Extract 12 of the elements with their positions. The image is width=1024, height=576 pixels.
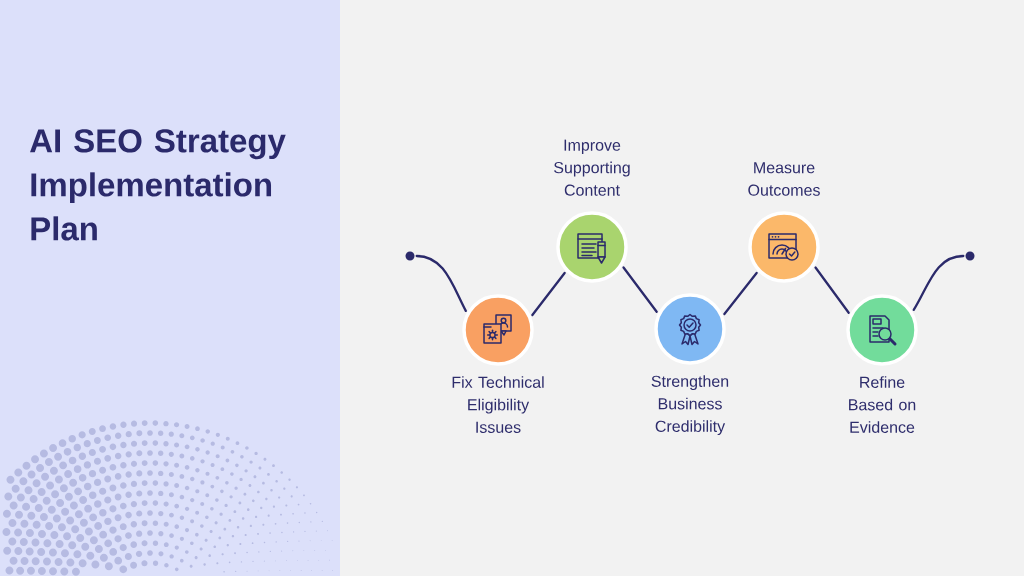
- connector-line: [723, 271, 758, 316]
- step-label: Fix Technical Eligibility Issues: [452, 376, 544, 433]
- connector-line: [622, 266, 658, 313]
- connector-line: [531, 271, 566, 317]
- connector-line: [415, 254, 467, 313]
- step-label: Refine Based on Evidence: [849, 376, 916, 433]
- step-label: Strengthen Business Credibility: [651, 375, 729, 436]
- connector-line: [912, 254, 965, 312]
- connector-line: [814, 266, 850, 314]
- step-label: Improve Supporting Content: [554, 139, 630, 196]
- step-label: Measure Outcomes: [748, 162, 820, 196]
- title: AI SEO Strategy Implementation Plan: [30, 129, 286, 241]
